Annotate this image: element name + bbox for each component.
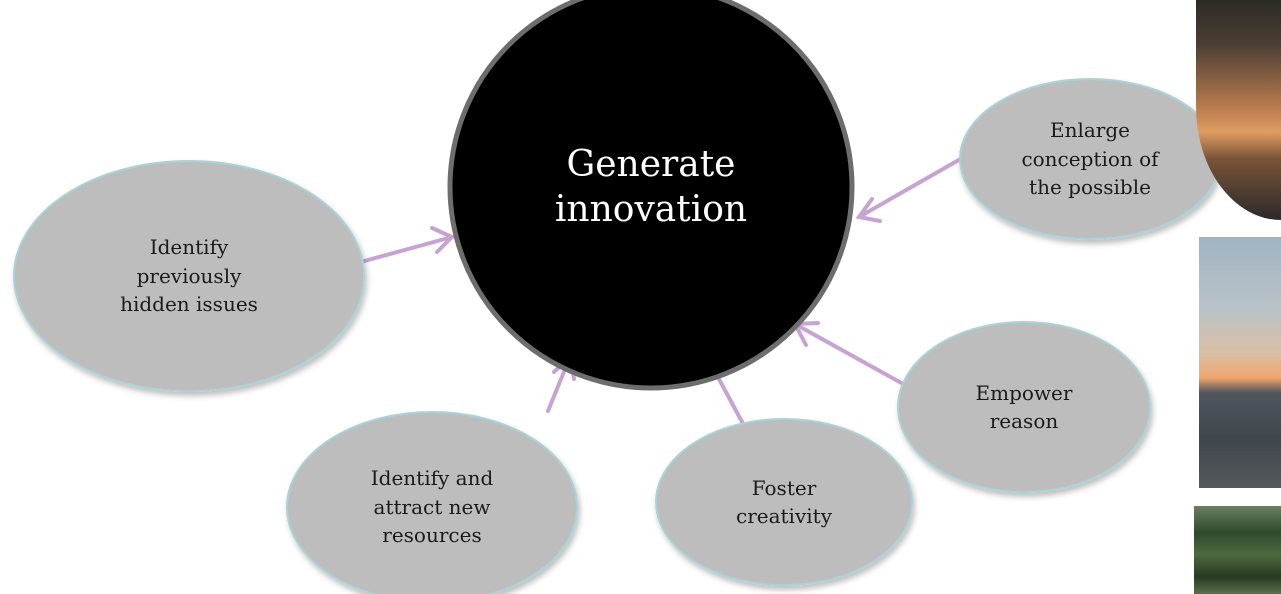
lake-at-dusk-photo — [1199, 237, 1281, 488]
node-foster-creativity-shape — [655, 418, 913, 586]
node-enlarge-conception-label: Enlarge conception of the possible — [1021, 118, 1159, 200]
node-empower-reason-label: Empower reason — [975, 380, 1073, 433]
center-label: Generate innovation — [554, 144, 748, 230]
node-attract-resources-shape — [286, 411, 578, 594]
arrow-empower-to-center — [791, 321, 907, 387]
node-foster-creativity-label: Foster creativity — [736, 475, 832, 528]
center-node — [447, 0, 855, 391]
node-attract-resources-label: Identify and attract new resources — [370, 466, 494, 548]
node-identify-hidden-issues-shape — [13, 160, 365, 392]
arrow-enlarge-to-center — [855, 155, 966, 223]
node-identify-hidden-issues-label: Identify previously hidden issues — [120, 235, 258, 317]
node-empower-reason-shape — [897, 321, 1151, 493]
forest-photo — [1194, 506, 1281, 594]
